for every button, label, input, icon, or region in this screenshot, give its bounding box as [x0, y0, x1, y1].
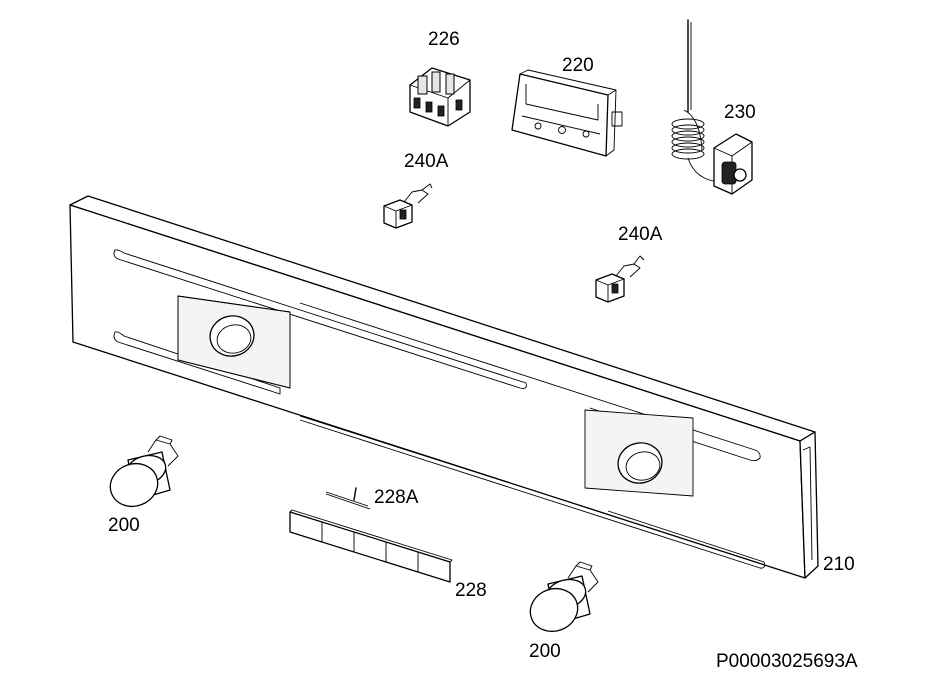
label-200-left: 200 [108, 515, 140, 536]
doc-id: P00003025693A [716, 651, 858, 672]
label-226: 226 [428, 29, 460, 50]
label-220: 220 [562, 55, 594, 76]
knob-200-left [109, 435, 179, 508]
label-240a-right: 240A [618, 224, 663, 245]
label-230: 230 [724, 102, 756, 123]
part-labels: 226 220 230 240A 240A 210 228A 228 200 2… [108, 29, 858, 672]
strip-228 [289, 509, 453, 583]
clip-228a [325, 487, 371, 510]
label-228: 228 [455, 580, 487, 601]
label-200-bottom: 200 [529, 641, 561, 662]
pilot-lamp-240a-upper [383, 183, 433, 229]
switch-block-226 [409, 67, 471, 127]
control-panel-210 [69, 195, 819, 579]
label-240a-upper: 240A [404, 151, 449, 172]
label-228a: 228A [374, 487, 419, 508]
knob-200-bottom [529, 561, 599, 633]
pilot-lamp-240a-right [595, 255, 645, 303]
thermostat-230 [671, 19, 753, 195]
display-module-220 [511, 69, 623, 157]
label-210: 210 [823, 554, 855, 575]
